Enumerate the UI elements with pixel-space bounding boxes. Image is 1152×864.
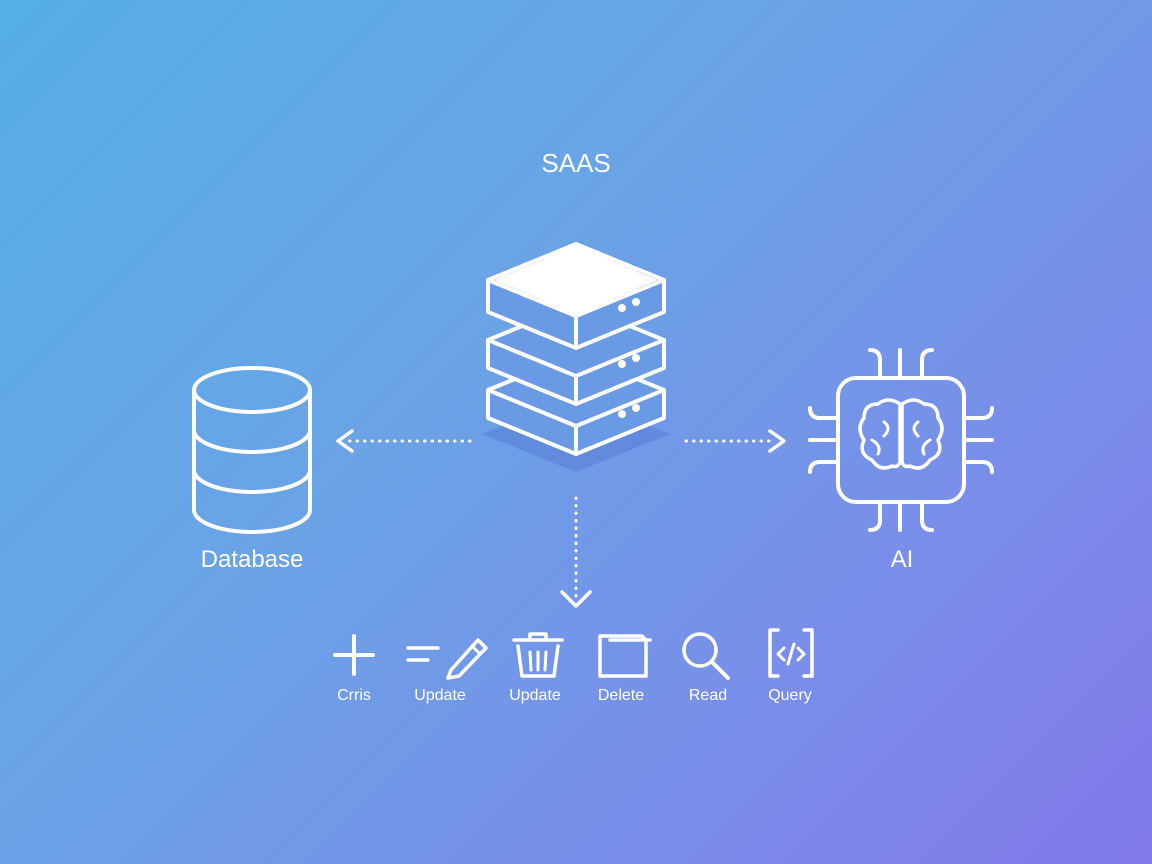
plus-icon	[333, 634, 375, 676]
code-icon	[768, 628, 814, 678]
trash-icon	[512, 632, 564, 678]
database-icon	[192, 366, 312, 534]
server-stack-icon	[482, 242, 670, 472]
ai-chip-brain-icon	[808, 348, 994, 532]
diagram-title: SAAS	[541, 148, 611, 178]
ai-label: AI	[890, 546, 914, 573]
operation-label-update-trash: Update	[509, 687, 561, 704]
operation-label-delete: Delete	[597, 687, 645, 704]
operation-label-create: Crris	[337, 687, 371, 704]
search-icon	[682, 632, 730, 680]
operation-label-update-edit: Update	[414, 687, 466, 704]
operation-label-query: Query	[768, 687, 812, 704]
connector-saas-to-operations	[560, 496, 592, 608]
operation-label-read: Read	[688, 687, 728, 704]
database-label: Database	[200, 546, 304, 573]
connector-saas-to-ai	[684, 429, 786, 453]
document-icon	[598, 634, 652, 678]
edit-pencil-icon	[406, 638, 488, 680]
connector-saas-to-database	[336, 429, 472, 453]
